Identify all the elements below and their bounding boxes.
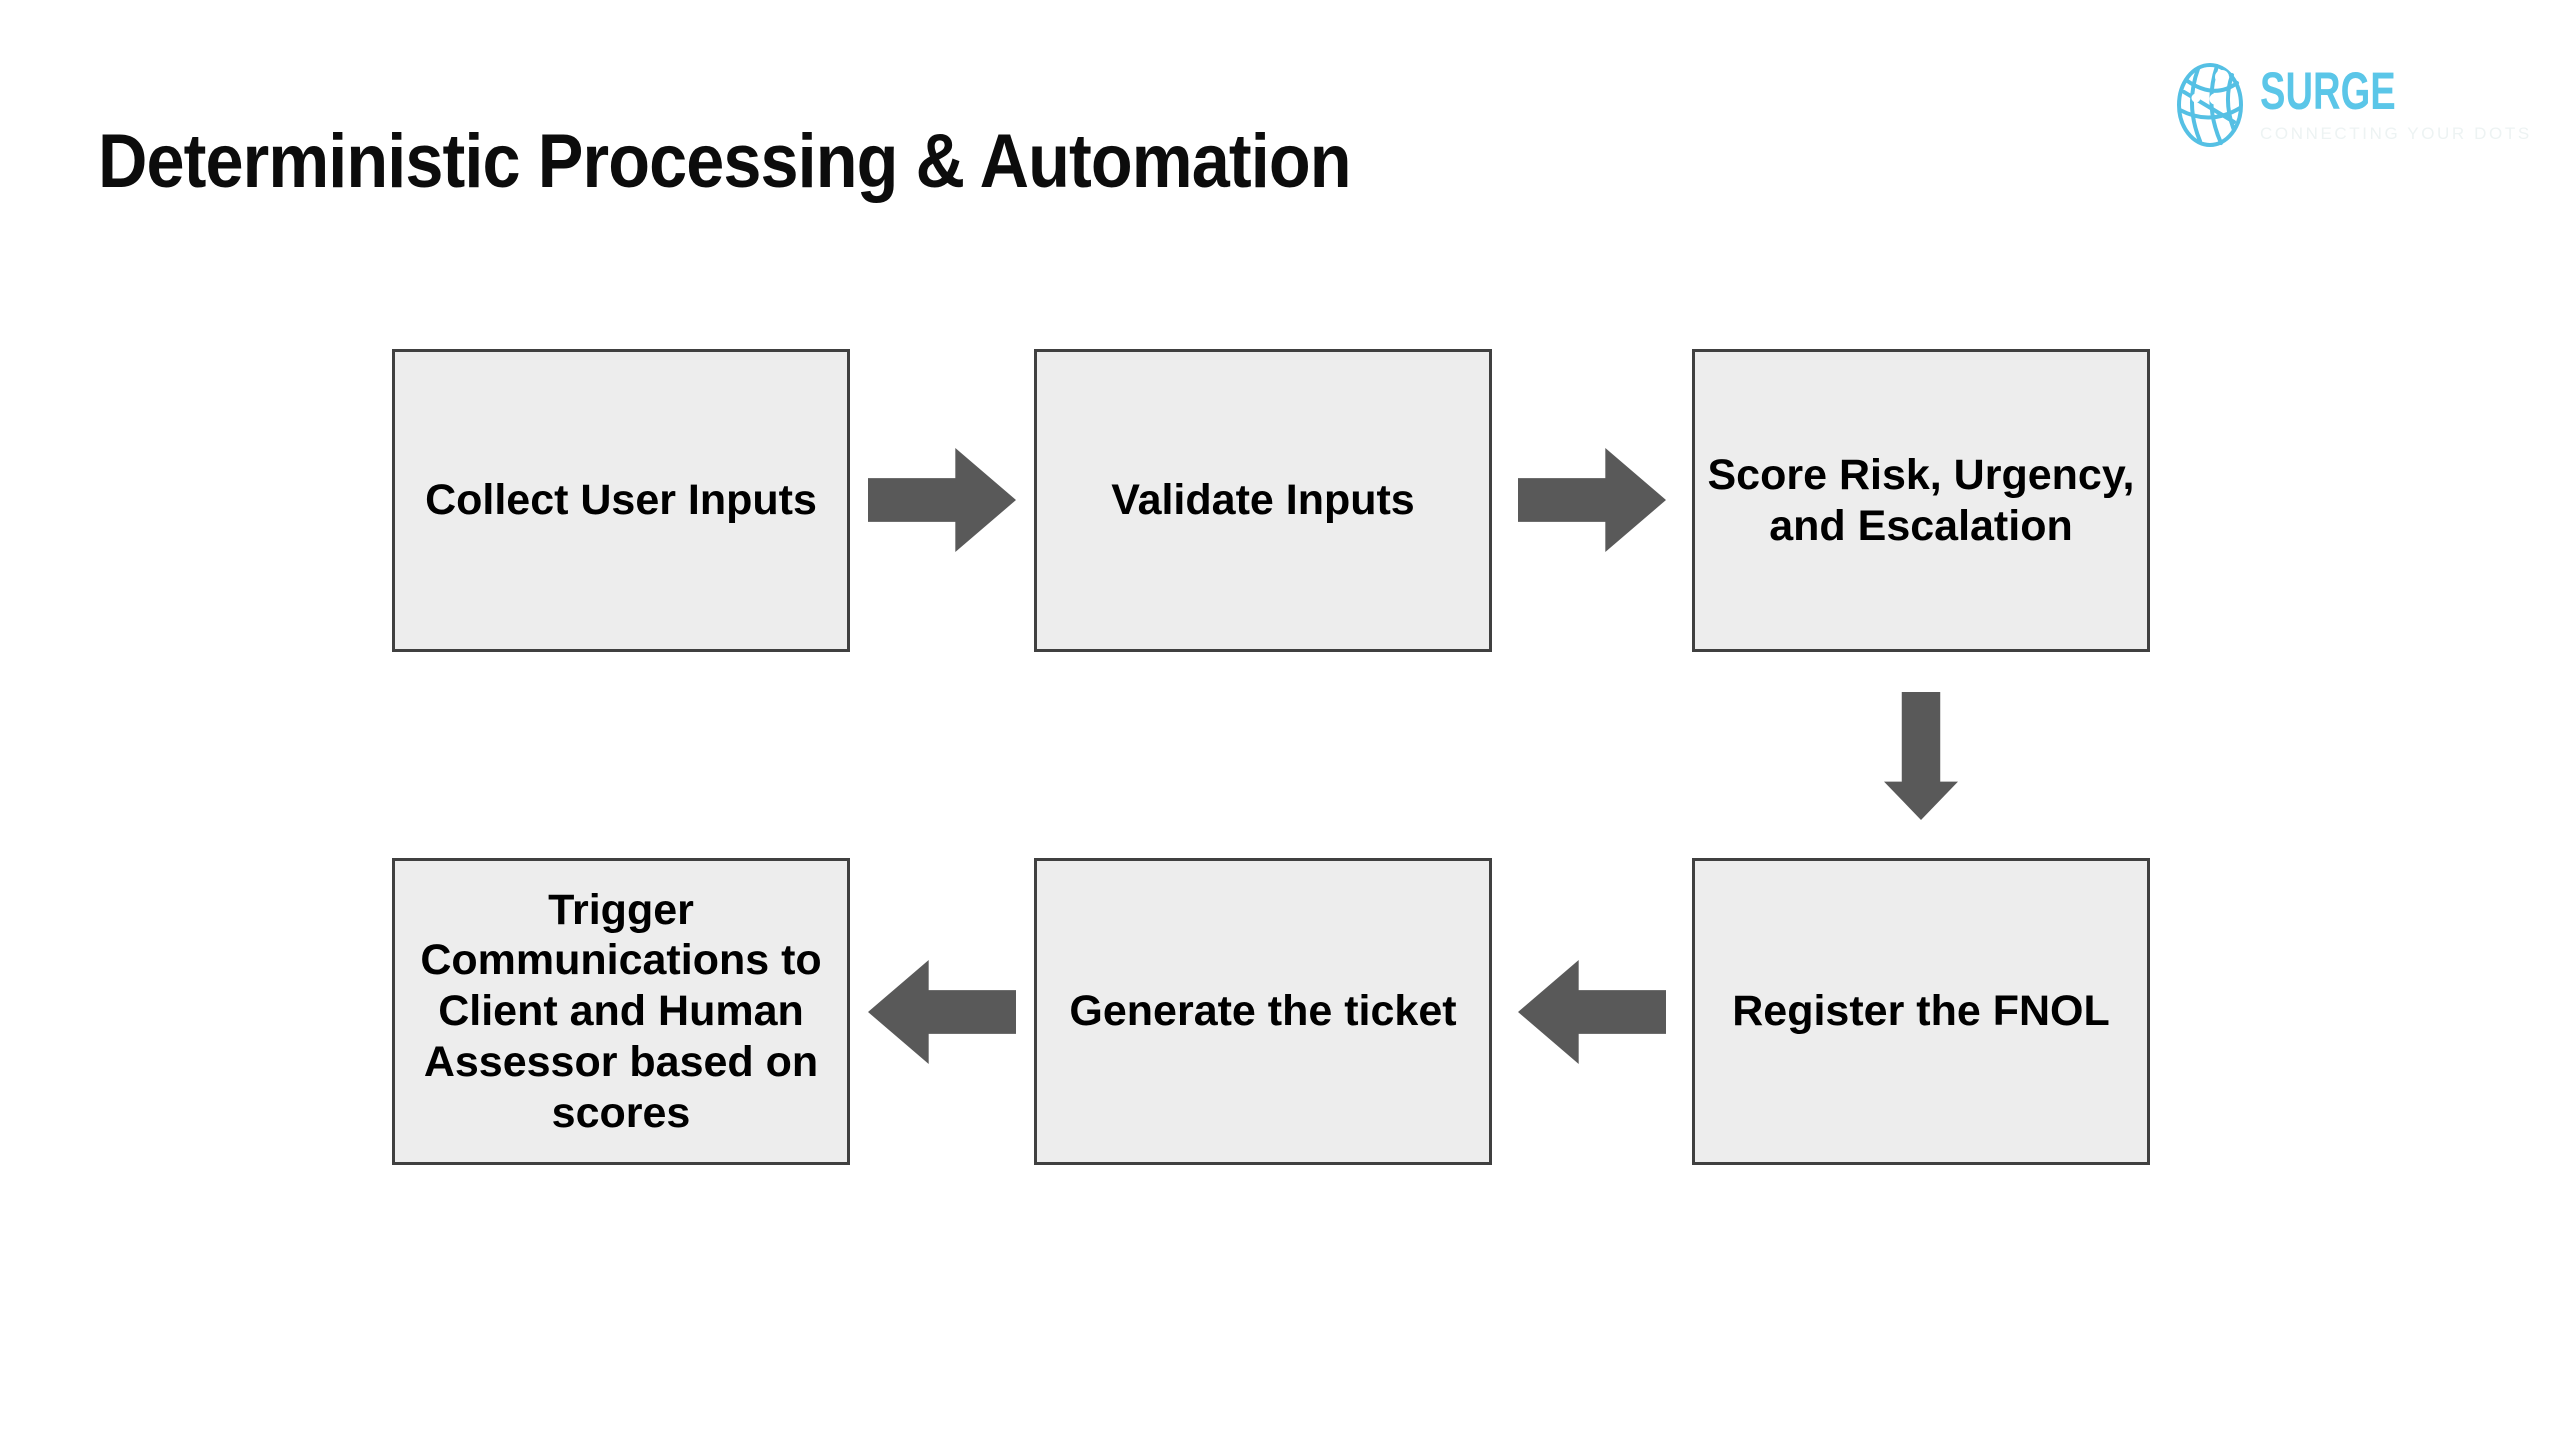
- flow-box-label: Collect User Inputs: [425, 476, 817, 525]
- flow-box-register-the-fnol: Register the FNOL: [1692, 858, 2150, 1165]
- flow-box-score-risk-urgency-escalation: Score Risk, Urgency, and Escalation: [1692, 349, 2150, 652]
- flow-box-collect-user-inputs: Collect User Inputs: [392, 349, 850, 652]
- flow-arrow-right-2: [1518, 448, 1666, 552]
- flow-box-label: Generate the ticket: [1069, 987, 1457, 1036]
- flow-box-trigger-communications: Trigger Communications to Client and Hum…: [392, 858, 850, 1165]
- brand-name-secondary: DATALAB: [2395, 61, 2560, 121]
- flow-box-generate-the-ticket: Generate the ticket: [1034, 858, 1492, 1165]
- flow-arrow-left-1: [1518, 960, 1666, 1064]
- flow-box-validate-inputs: Validate Inputs: [1034, 349, 1492, 652]
- brand-logo: SURGEDATALAB CONNECTING YOUR DOTS: [2176, 60, 2560, 148]
- flow-arrow-left-2: [868, 960, 1016, 1064]
- flow-box-label: Register the FNOL: [1732, 987, 2110, 1036]
- flow-arrow-down: [1884, 692, 1958, 820]
- brand-name-primary: SURGE: [2260, 61, 2396, 121]
- globe-network-icon: [2177, 63, 2243, 147]
- brand-tagline: CONNECTING YOUR DOTS: [2260, 123, 2532, 143]
- flow-box-label: Trigger Communications to Client and Hum…: [420, 885, 822, 1137]
- flow-box-label: Score Risk, Urgency, and Escalation: [1707, 450, 2135, 550]
- brand-name: SURGEDATALAB: [2260, 65, 2560, 118]
- flow-box-label: Validate Inputs: [1111, 476, 1415, 525]
- page-title: Deterministic Processing & Automation: [98, 119, 1352, 204]
- brand-text-block: SURGEDATALAB CONNECTING YOUR DOTS: [2260, 65, 2560, 144]
- flow-arrow-right-1: [868, 448, 1016, 552]
